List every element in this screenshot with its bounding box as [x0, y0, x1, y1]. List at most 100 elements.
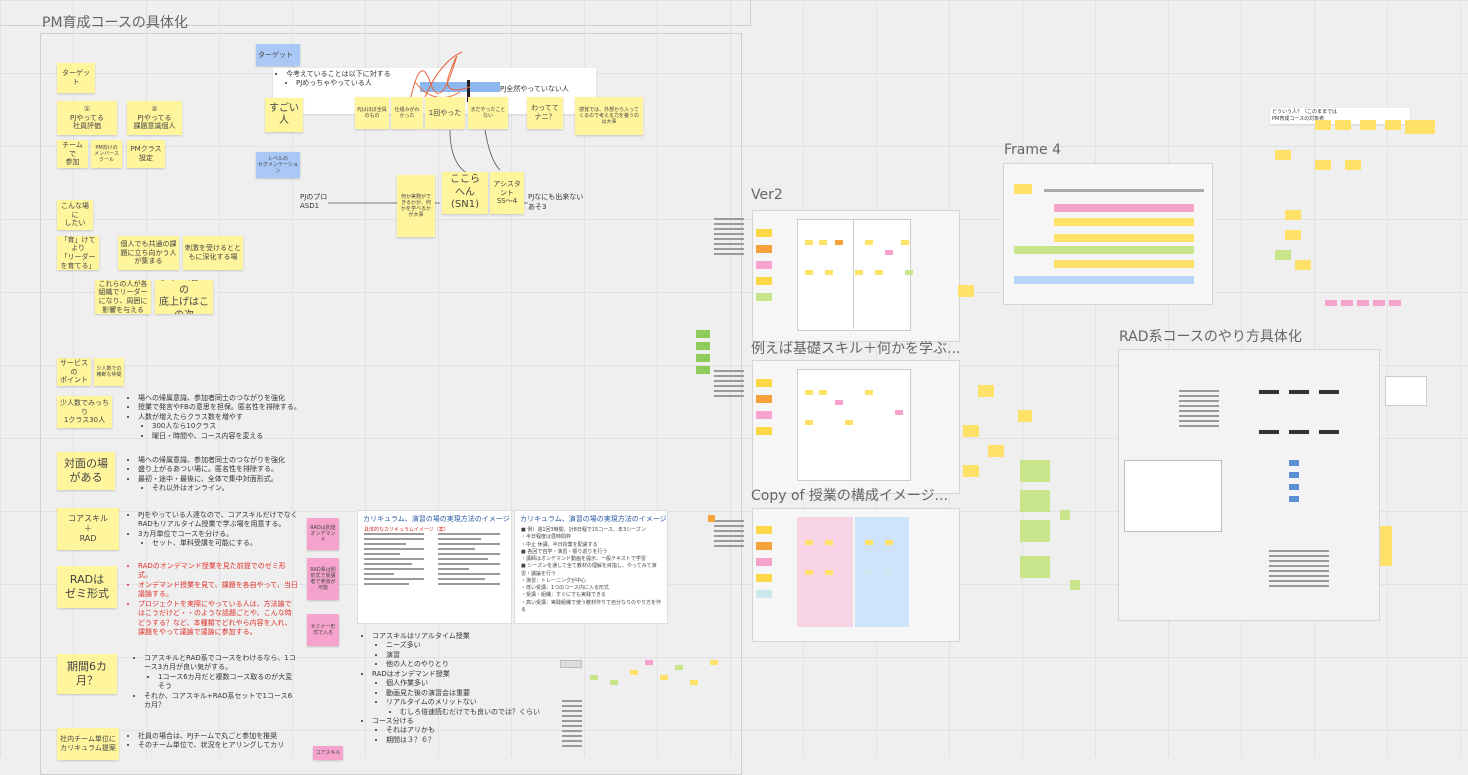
frame-title-ver2[interactable]: Ver2	[751, 187, 783, 203]
slide-text-lines	[364, 533, 424, 588]
bottom-gray-lines	[562, 700, 582, 750]
board-example[interactable]	[752, 360, 960, 494]
rad-lines	[1269, 550, 1329, 590]
slide-title: カリキュラム、演習の場の実現方法のイメージ	[363, 515, 510, 523]
frame-title-frame4[interactable]: Frame 4	[1004, 142, 1061, 158]
label-pjnone: PJなにも出来ない あそ3	[528, 193, 584, 211]
sticky-not-yet[interactable]: まだやったことない	[468, 97, 508, 129]
slide-curriculum-1[interactable]: カリキュラム、演習の場の実現方法のイメージ 具体的なカリキュラムイメージ（案）	[357, 510, 512, 624]
sticky-core[interactable]: コアスキル ＋ RAD	[57, 508, 119, 550]
bullet-text: ニーズ多い	[386, 641, 562, 650]
sticky-period[interactable]: 期間6カ月？	[57, 654, 117, 694]
rad-chart	[1249, 380, 1359, 540]
slide-line: ・受講・組織：すぐにでも実践できる	[521, 592, 606, 599]
sticky-pm-class[interactable]: PMクラス 設定	[127, 140, 165, 168]
sticky-service2[interactable]: 少人数での横断な仲間	[94, 358, 124, 386]
sticky-cluster	[958, 285, 1032, 625]
frame-title-copy[interactable]: Copy of 授業の構成イメージ...	[751, 488, 948, 504]
sticky-connect[interactable]: 刺激を受けるとともに深化する場	[183, 236, 243, 270]
bullets-company: 社員の場合は、PJチームで丸ごと参加を推奨 そのチーム単位で、状況をヒアリングし…	[128, 732, 303, 751]
board-rad[interactable]	[1118, 349, 1380, 621]
pink-note-rad-format[interactable]: RAD系は別形式で受講者で参加が可能	[307, 558, 339, 600]
bullet-text: それ以外はオンライン。	[152, 484, 308, 493]
bullets-core-vs-rad: コアスキルはリアルタイム授業 ニーズ多い 演習 他の人とのやりとり RADはオン…	[362, 632, 562, 745]
sticky-feel[interactable]: 感覚では、外部から入ってくるので考える力を養うのは大事	[575, 97, 643, 135]
board-stickies	[754, 522, 774, 622]
board-stickies	[754, 375, 774, 475]
sticky-pm-member[interactable]: PM向けのメンバースクール	[91, 140, 122, 168]
sticky-once[interactable]: 1回やった	[425, 97, 465, 129]
sticky-kind[interactable]: こんな場に したい	[57, 200, 93, 230]
slide-line: ■ 各回で自学・演習・振り返りを行う	[521, 548, 608, 555]
bullet-text: 授業で発言やFBの意思を担保。匿名性を排除する。	[138, 403, 308, 412]
pink-note-seminar[interactable]: セミナー形式で入る	[307, 614, 339, 646]
frame-title-example[interactable]: 例えば基礎スキル＋何かを学ぶ...	[751, 341, 961, 357]
slide-line: ■ 例）週1回3時間、計8日程で15コース、年3シーズン	[521, 527, 646, 533]
bullet-text: RADはオンデマンド授業	[372, 670, 562, 679]
bullet-text: 動画見た後の演習会は重要	[386, 689, 562, 698]
slide-line: ・演習：トレーニングが中心	[521, 577, 587, 584]
sticky-service[interactable]: サービスの ポイント	[57, 358, 91, 386]
bullet-text: セット、単科受講を可能にする。	[152, 539, 298, 548]
gray-notes	[714, 218, 744, 258]
sticky-people[interactable]: これらの人が各組織でリーダーになり、周囲に影響を与える	[95, 280, 151, 314]
pink-note-core[interactable]: コアスキル	[313, 746, 343, 760]
gray-notes	[714, 370, 744, 400]
orange-marker	[708, 515, 715, 522]
bullet-text: 人数が増えたらクラス数を増やす	[138, 413, 308, 422]
board-inner-divider	[853, 219, 854, 329]
bullet-text: 1コース6カ月だと複数コース取るのが大変そう	[158, 673, 299, 692]
board-copy[interactable]	[752, 508, 960, 642]
bullet-text: 場への帰属意識、参加者同士のつながりを強化	[138, 394, 308, 403]
slide-subtitle: 具体的なカリキュラムイメージ（案）	[364, 527, 449, 533]
bullet-text: むしろ倍速読むだけでも良いのでは？くらい	[400, 708, 562, 717]
bullets-period: コアスキルとRAD系でコースをわけるなら、1コース3カ月が良い気がする。 1コー…	[134, 654, 299, 711]
bullet-text: 最初・途中・最後に、全体で集中対面形式。	[138, 475, 308, 484]
sticky-mid[interactable]: 何か実務ができるかが、何かを学べるかが大事	[397, 175, 435, 237]
bullet-text: 300人なら10クラス	[152, 422, 308, 431]
sticky-sugoi[interactable]: すごい人	[265, 98, 303, 132]
label-pjpro: PJのプロ ASD1	[300, 193, 328, 210]
sticky-what[interactable]: わっててナニ？	[527, 97, 563, 129]
sticky-target[interactable]: ターゲット	[57, 63, 95, 93]
sticky-small-class[interactable]: 少人数でみっちり 1クラス30人	[57, 396, 112, 428]
slide-line: ・半日程度は昼時間枠	[521, 534, 572, 541]
tag-target[interactable]: ターゲット	[256, 44, 300, 66]
board-ver2[interactable]	[752, 210, 960, 342]
sticky-understood[interactable]: 仕組みがわかった	[391, 97, 423, 129]
board-yellow-notes	[805, 240, 945, 300]
far-right-stickies	[1215, 120, 1445, 320]
slide-curriculum-2[interactable]: カリキュラム、演習の場の実現方法のイメージ ■ 例）週1回3時間、計8日程で15…	[514, 510, 668, 624]
tag-level[interactable]: レベルの セグメンテーション	[256, 152, 300, 178]
bottom-stickies	[560, 650, 730, 690]
scale-bar-marker	[467, 80, 470, 102]
sticky-face[interactable]: 対面の場 がある	[57, 452, 115, 490]
sticky-team[interactable]: チームで 参加	[57, 140, 88, 168]
board-stickies	[754, 225, 774, 325]
target-heading: 今考えていることは以下に対する PJめっちゃやっている人	[276, 70, 476, 89]
bullet-text: コース分ける	[372, 717, 562, 726]
sticky-wider[interactable]: よりい層への 底上げはこの次	[155, 280, 213, 314]
sticky-pj-all[interactable]: PJはほぼ全員のもの	[355, 97, 389, 129]
bullets-small-class: 場への帰属意識、参加者同士のつながりを強化 授業で発言やFBの意思を担保。匿名性…	[128, 394, 308, 441]
sticky-rad-seminar[interactable]: RADは ゼミ形式	[57, 566, 117, 608]
bullet-text: RADのオンデマンド授業を見た前提でのゼミ形式。	[138, 562, 298, 581]
sticky-pj-org[interactable]: ① PJやってる 社員評価	[57, 101, 117, 135]
target-heading-text: 今考えていることは以下に対する	[286, 70, 476, 79]
sticky-assistant[interactable]: アシスタント SS～4	[490, 172, 524, 214]
bullet-text: 演習	[386, 651, 562, 660]
pink-note-rad-ondemand[interactable]: RADは別途オンデマンド	[307, 518, 339, 550]
sticky-center[interactable]: ここら へん (SN1)	[442, 172, 488, 214]
sticky-company[interactable]: 社内チーム単位に カリキュラム提案	[57, 728, 119, 760]
board-frame4[interactable]	[1003, 163, 1213, 305]
rad-inner-box	[1124, 460, 1222, 532]
sticky-pj-individual[interactable]: ② PJやってる 課題意識個人	[127, 101, 182, 135]
frame-title-rad[interactable]: RAD系コースのやり方具体化	[1119, 329, 1302, 345]
sticky-grow[interactable]: 個人でも共通の課題に立ち向かう人が集まる	[118, 236, 179, 270]
gray-notes	[714, 520, 744, 550]
bullet-text: 場への帰属意識、参加者同士のつながりを強化	[138, 456, 308, 465]
side-note-line: どういう人？（このままでは	[1272, 109, 1338, 115]
sticky-leader[interactable]: 「育」けて より 「リーダーを育てる」	[57, 236, 99, 270]
main-frame-title[interactable]: PM育成コースの具体化	[42, 15, 188, 31]
bullet-text: 個人作業多い	[386, 679, 562, 688]
